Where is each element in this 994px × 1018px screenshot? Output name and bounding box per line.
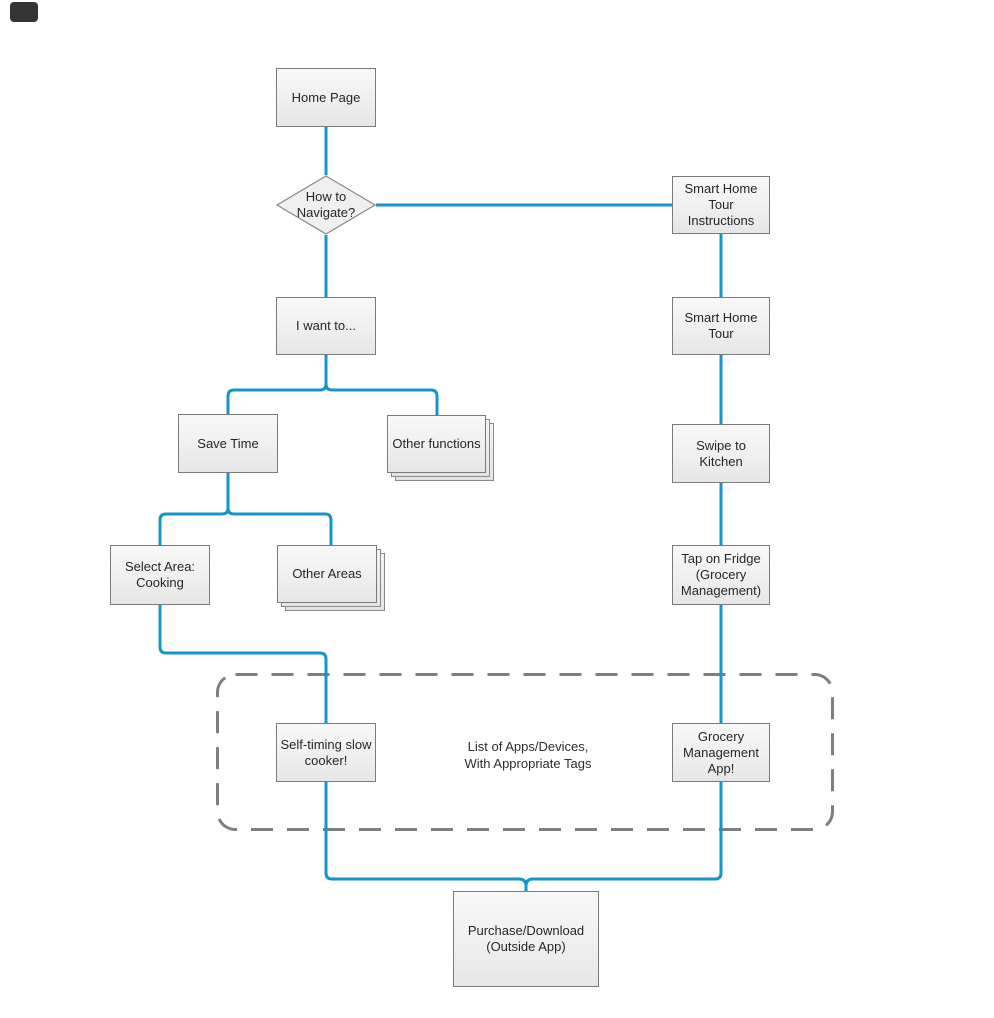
edge-savetime-to-selectarea <box>158 473 230 545</box>
node-swipe-to-kitchen[interactable]: Swipe to Kitchen <box>672 424 770 483</box>
edge-slowcooker-to-purchase <box>324 782 528 891</box>
node-how-to-navigate[interactable]: How to Navigate? <box>276 175 376 235</box>
node-grocery-management-app[interactable]: Grocery Management App! <box>672 723 770 782</box>
node-home-page[interactable]: Home Page <box>276 68 376 127</box>
node-other-functions[interactable]: Other functions <box>387 415 486 473</box>
decision-diamond-shape <box>276 175 376 235</box>
node-i-want-to[interactable]: I want to... <box>276 297 376 355</box>
edge-grocery-to-purchase <box>524 782 723 891</box>
edge-iwant-to-savetime <box>226 355 328 414</box>
dashed-group-outline <box>216 673 834 831</box>
edge-selectarea-to-slowcooker <box>158 605 328 723</box>
node-tap-on-fridge[interactable]: Tap on Fridge (Grocery Management) <box>672 545 770 605</box>
edge-iwant-to-otherfunctions <box>324 355 439 415</box>
node-smart-home-tour[interactable]: Smart Home Tour <box>672 297 770 355</box>
node-how-to-navigate-label: How to Navigate? <box>296 189 356 220</box>
node-other-areas[interactable]: Other Areas <box>277 545 377 603</box>
list-annotation-text: List of Apps/Devices, With Appropriate T… <box>464 739 592 771</box>
node-self-timing-slow-cooker[interactable]: Self-timing slow cooker! <box>276 723 376 782</box>
node-smart-home-tour-instructions[interactable]: Smart Home Tour Instructions <box>672 176 770 234</box>
node-purchase-download[interactable]: Purchase/Download (Outside App) <box>453 891 599 987</box>
top-left-mark <box>10 2 38 22</box>
edge-savetime-to-otherareas <box>226 473 333 545</box>
node-select-area-cooking[interactable]: Select Area: Cooking <box>110 545 210 605</box>
node-save-time[interactable]: Save Time <box>178 414 278 473</box>
